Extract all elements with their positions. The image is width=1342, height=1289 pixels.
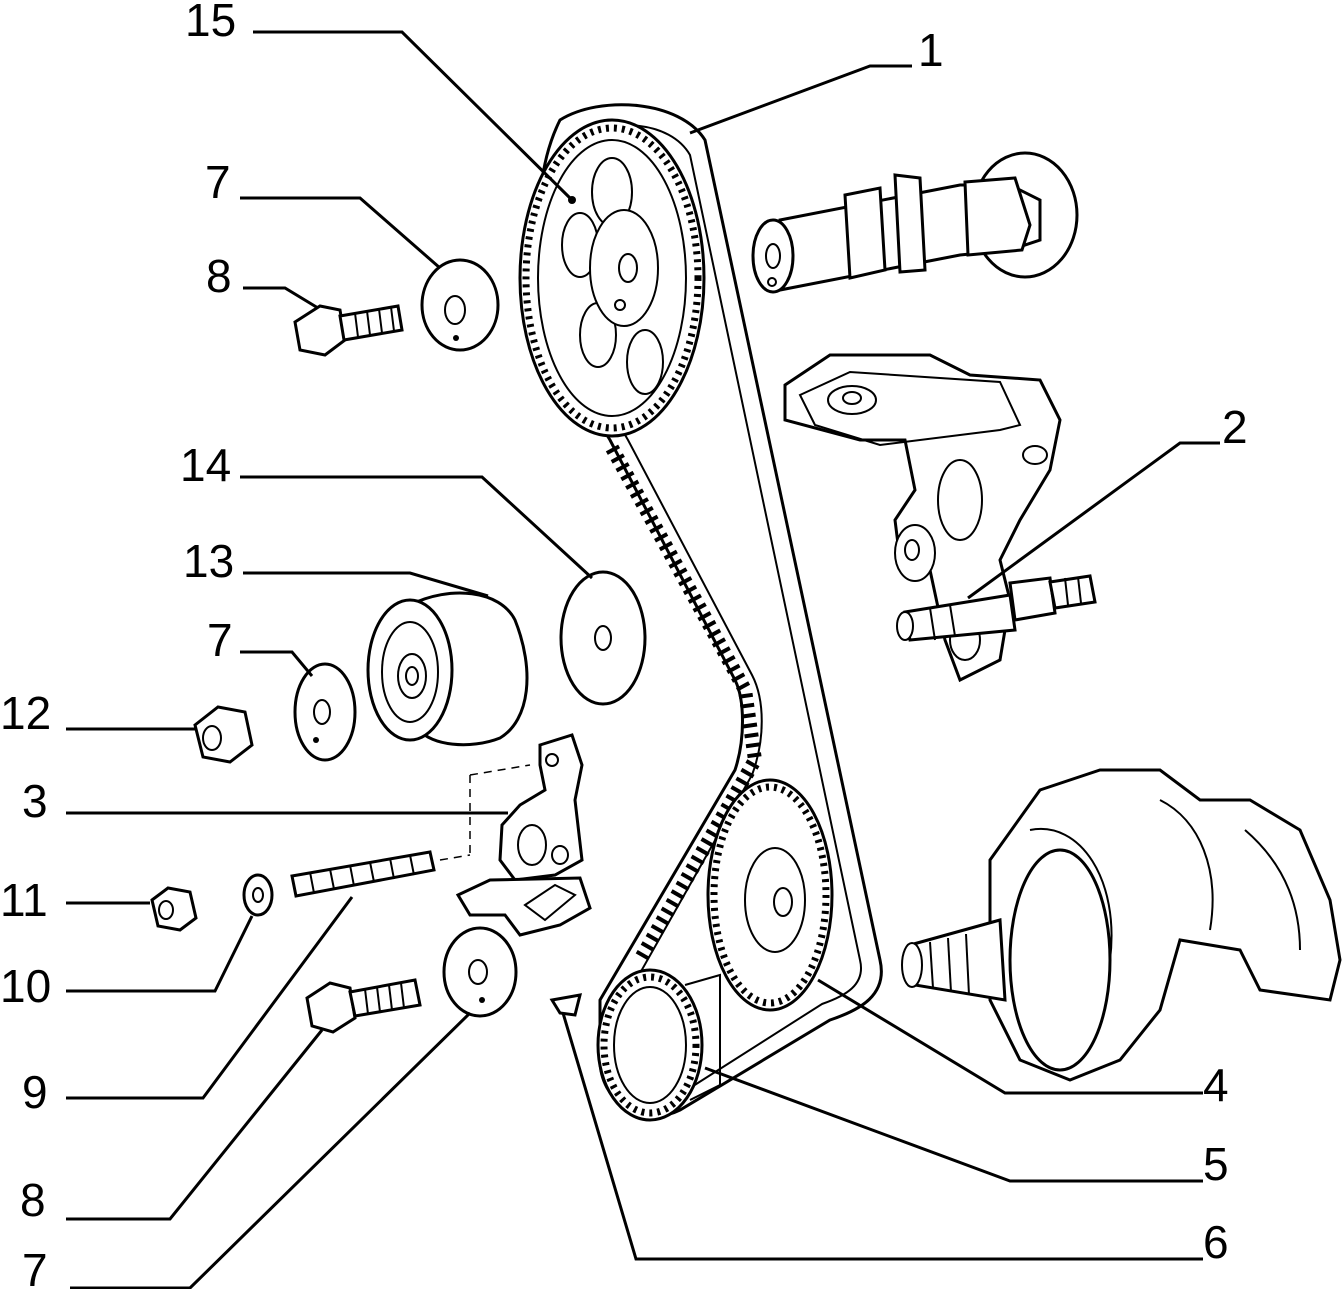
washer-7-lower — [442, 926, 518, 1018]
nut-11 — [150, 886, 198, 932]
tensioner-pulley-13 — [366, 591, 529, 747]
nut-12 — [193, 705, 254, 764]
callout-labels: 15 1 7 8 2 14 13 7 12 3 11 10 4 9 5 8 6 … — [0, 0, 1248, 1289]
callout-10: 10 — [0, 960, 51, 1012]
callout-8-upper: 8 — [206, 250, 232, 302]
camshaft — [751, 151, 1079, 294]
callout-1: 1 — [918, 24, 944, 76]
washer-7-upper — [420, 258, 500, 352]
callout-11: 11 — [0, 874, 48, 926]
stud-9 — [290, 850, 436, 898]
camshaft-pulley — [518, 118, 706, 438]
bolt-8-lower — [305, 978, 422, 1034]
callout-8-lower: 8 — [20, 1174, 46, 1226]
callout-2: 2 — [1222, 401, 1248, 453]
idler-pulley-14 — [559, 570, 647, 706]
callout-5: 5 — [1203, 1138, 1229, 1190]
callout-7-middle: 7 — [207, 614, 233, 666]
threaded-stud-2 — [896, 574, 1097, 642]
callout-12: 12 — [0, 687, 51, 739]
crankshaft — [901, 768, 1342, 1082]
callout-15: 15 — [185, 0, 236, 46]
callout-3: 3 — [22, 775, 48, 827]
washer-7-middle — [293, 662, 357, 762]
tensioner-bracket-3 — [439, 733, 592, 937]
washer-10 — [242, 873, 274, 917]
woodruff-key-6 — [549, 993, 583, 1017]
bolt-8-upper — [293, 304, 404, 357]
callout-4: 4 — [1203, 1059, 1229, 1111]
callout-7-upper: 7 — [205, 156, 231, 208]
callout-13: 13 — [183, 535, 234, 587]
crankshaft-pulley-5 — [596, 968, 721, 1122]
callout-6: 6 — [1203, 1216, 1229, 1268]
callout-9: 9 — [22, 1066, 48, 1118]
leader-lines — [66, 30, 1220, 1289]
callout-7-lower: 7 — [22, 1244, 48, 1289]
callout-14: 14 — [180, 439, 231, 491]
auxiliary-shaft-pulley-4 — [706, 778, 834, 1012]
